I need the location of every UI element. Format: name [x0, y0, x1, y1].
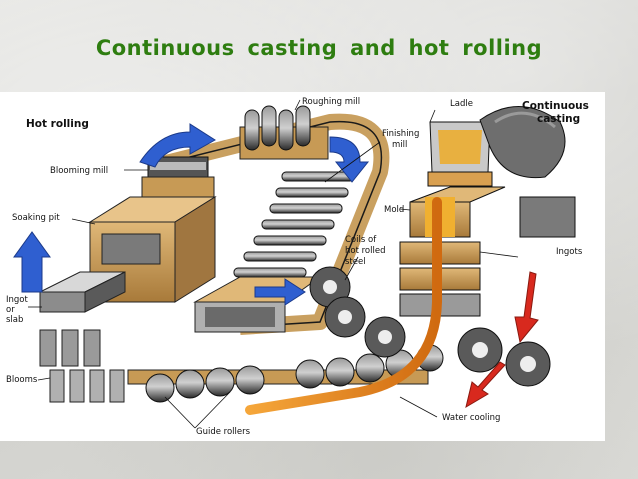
- label-blooms: Blooms: [6, 375, 38, 385]
- casting-ladle: [427, 121, 493, 187]
- label-continuous: Continuous: [522, 100, 589, 112]
- label-casting: casting: [537, 113, 580, 125]
- conveyor-track: [148, 113, 390, 335]
- label-water-cooling: Water cooling: [442, 413, 500, 423]
- label-ladle: Ladle: [450, 99, 473, 109]
- label-soaking-pit: Soaking pit: [12, 213, 60, 223]
- slide-title: Continuous casting and hot rolling: [95, 36, 543, 60]
- blooms: [39, 329, 125, 403]
- pouring-vessel: [479, 106, 566, 179]
- label-blooming-mill: Blooming mill: [50, 166, 108, 176]
- steel-coils: [309, 266, 551, 387]
- ingot-slab-stack: [39, 271, 126, 313]
- hot-steel-strand: [245, 197, 442, 415]
- label-hot-rolling: Hot rolling: [26, 118, 89, 130]
- label-finishing-1: Finishing: [382, 129, 419, 139]
- label-coils-2: hot rolled: [345, 246, 385, 256]
- label-ingot-3: slab: [6, 315, 23, 325]
- flow-arrows-blue: [13, 123, 370, 306]
- label-ingot-2: or: [6, 305, 15, 315]
- label-guide-rollers: Guide rollers: [196, 427, 251, 437]
- diagram-panel: Hot rolling Continuous casting Roughing …: [0, 92, 605, 441]
- soaking-pit: [88, 196, 217, 303]
- leader-lines: [28, 99, 519, 429]
- label-coils-1: Coils of: [345, 235, 377, 245]
- label-mold: Mold: [384, 205, 404, 215]
- diagram-labels: Hot rolling Continuous casting Roughing …: [6, 97, 589, 437]
- roughing-mill: [239, 105, 329, 160]
- label-ingot-1: Ingot: [6, 295, 28, 305]
- label-finishing-2: mill: [392, 140, 407, 150]
- flow-arrows-red: [465, 271, 539, 409]
- mold: [409, 186, 506, 238]
- blooming-mill: [141, 156, 215, 198]
- process-diagram: Hot rolling Continuous casting Roughing …: [6, 97, 589, 437]
- finishing-mill: [233, 171, 355, 278]
- label-roughing-mill: Roughing mill: [302, 97, 360, 107]
- label-coils-3: steel: [345, 257, 366, 267]
- label-ingots: Ingots: [556, 247, 583, 257]
